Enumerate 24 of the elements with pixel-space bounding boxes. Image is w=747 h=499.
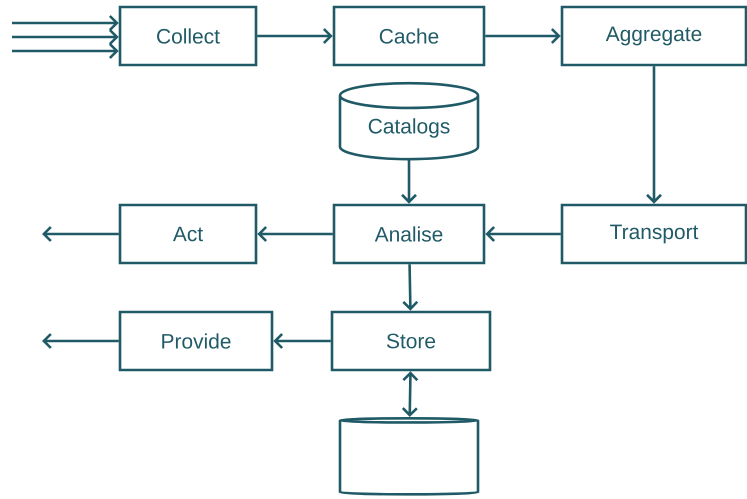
arrow [42,333,119,349]
arrow [257,226,333,242]
process-box: Transport [560,204,747,264]
arrow [42,226,119,242]
arrow [401,160,417,204]
database-cylinder: Catalogs [338,82,480,160]
process-box: Aggregate [560,6,747,66]
arrow [402,264,418,311]
process-box: Act [118,204,258,264]
process-box: Store [330,310,492,372]
arrow [12,15,119,31]
database-cylinder [338,417,480,496]
arrow [646,66,662,204]
process-box: Provide [118,310,274,372]
arrow [12,29,119,45]
process-box: Analise [332,204,486,264]
arrow [273,333,331,349]
arrow [402,371,418,417]
arrow [485,28,561,44]
process-box: Cache [332,6,486,66]
arrow [485,226,561,242]
arrow [257,28,333,44]
process-box: Collect [118,6,258,66]
arrow [12,43,119,59]
